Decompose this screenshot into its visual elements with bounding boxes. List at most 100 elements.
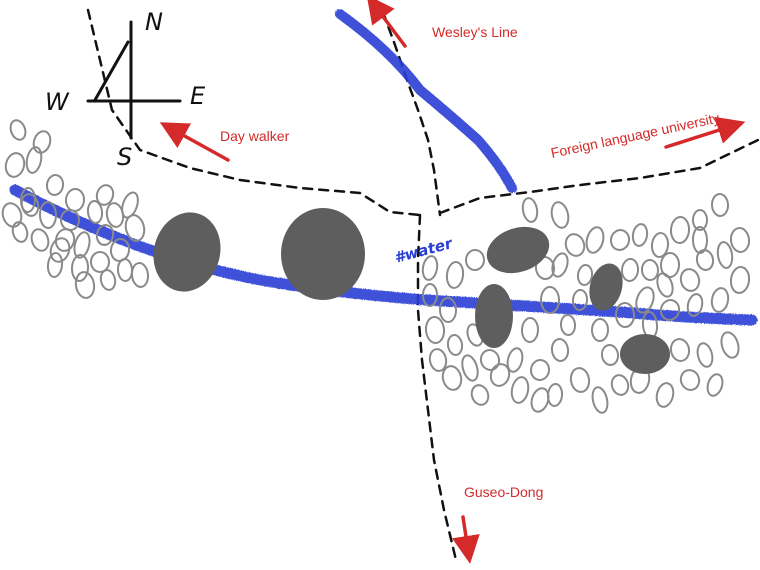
pebble [109,238,131,262]
wesleys-line-label: Wesley's Line [432,24,518,40]
pebble [32,130,52,154]
pebble [659,299,681,321]
pebble [421,283,439,307]
pebble [20,193,40,217]
pebble [729,227,751,253]
pebble [521,197,539,223]
pebble [546,383,564,407]
pebble [585,226,605,254]
pebble [631,223,649,247]
pebble [45,174,65,196]
pebble [11,221,29,243]
pebble [720,331,740,359]
road-north-west [86,8,422,217]
pebble [716,241,734,269]
pebble [609,229,631,251]
compass-north-label: N [145,8,163,36]
pebble [710,287,730,313]
boulder [589,263,623,311]
pebble [19,187,37,213]
pebble [74,271,96,299]
compass-east-label: E [190,82,206,110]
road-east [438,138,760,215]
pebble [90,251,110,273]
pebble [669,216,691,244]
compass-south-label: S [117,143,132,171]
pebble [428,348,448,372]
pebble [489,363,511,387]
pebble [550,201,570,229]
pebble [4,152,26,178]
pebble [479,349,501,371]
direction-arrows [159,0,746,564]
pebble [130,262,150,288]
road-south [416,213,458,562]
pebble [64,188,86,212]
pebble [116,258,134,282]
pebble [729,266,751,294]
pebble [424,316,446,344]
pebble [38,201,58,229]
pebble [564,233,586,257]
boulder [620,334,670,374]
day-walker-label: Day walker [220,128,290,144]
guseo-dong-arrow [452,515,480,564]
wesleys-line-arrow [366,0,407,48]
pebble [99,269,117,291]
pebble [655,382,675,408]
compass-rose: N S E W [45,8,206,171]
compass-west-label: W [45,88,70,116]
foreign-language-university-label: Foreign language university [549,110,721,161]
pebble [121,191,139,219]
pebble [70,254,90,282]
pebble [461,354,479,382]
pebble [591,386,609,414]
pebble [569,367,591,393]
pebble [54,228,76,252]
road-north-central [381,10,442,217]
pebble [550,338,570,362]
pebble [446,334,464,356]
foreign-language-university-arrow [664,116,746,149]
pebble [710,193,730,217]
pebble [1,202,23,228]
pebble [441,365,463,391]
pebble [559,314,577,336]
pebble [506,347,524,373]
pebble [686,293,704,317]
pebble [25,146,43,174]
boulder [153,212,221,292]
pebble [86,200,104,224]
pebble [656,272,674,298]
pebble [445,261,465,289]
pebble [620,258,640,282]
pebble [421,255,439,281]
boulder [486,226,550,274]
pebble [49,237,71,263]
pebble [95,184,115,206]
pebble [576,264,594,286]
pebble [46,252,64,278]
pebble [696,342,714,368]
pebble [669,338,691,362]
wesleys-line-stream [335,9,517,193]
pebble [464,249,486,271]
pebble [470,384,490,406]
pebble [695,249,715,271]
day-walker-arrow [159,122,230,162]
pebble [9,119,27,141]
pebble [510,376,530,404]
pebble [600,344,620,366]
pebble [530,387,550,413]
pebble-field [1,119,751,414]
boulder [475,284,513,348]
pebble [438,297,458,323]
pebble [692,209,708,231]
boulder [281,208,365,300]
pebble [650,232,670,258]
pebble [635,286,655,314]
pebble [73,231,91,259]
pebble [706,373,724,397]
guseo-dong-label: Guseo-Dong [464,484,543,500]
